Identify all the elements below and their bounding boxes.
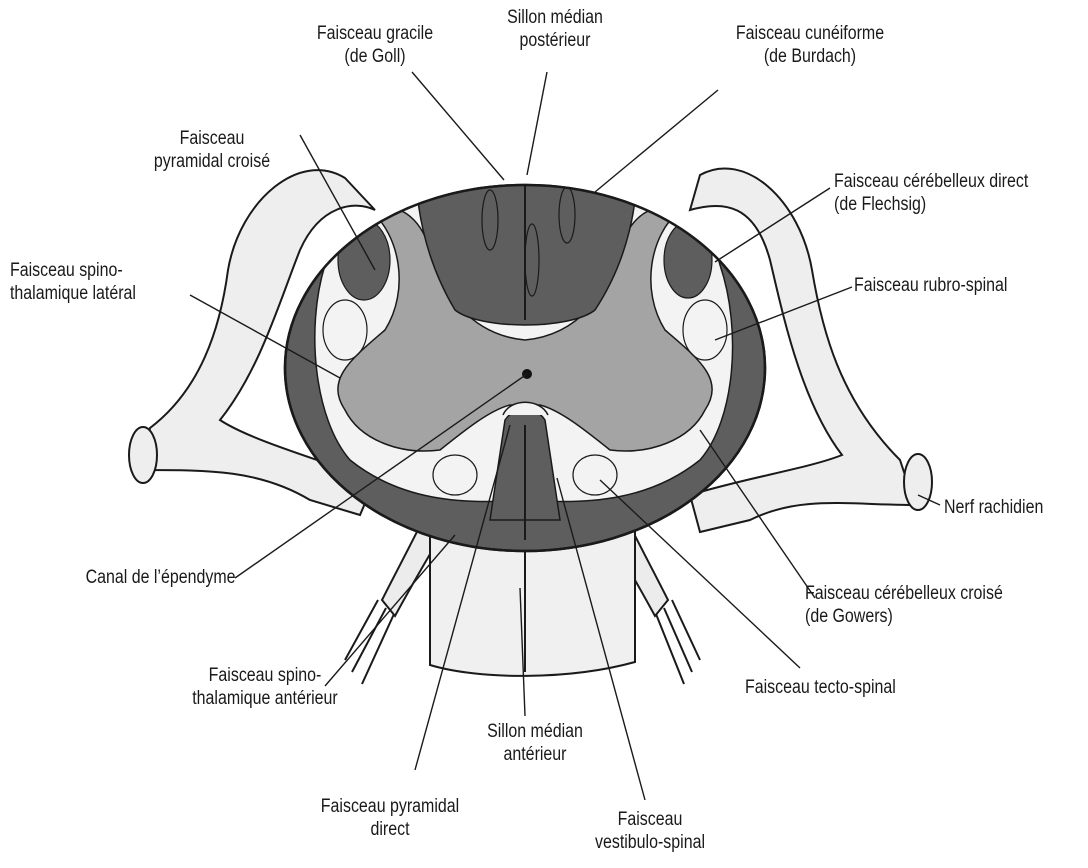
label-faisceau-gracile: Faisceau gracile (de Goll): [295, 22, 455, 68]
label-faisceau-cerebelleux-croise: Faisceau cérébelleux croisé (de Gowers): [805, 582, 1003, 628]
label-nerf-rachidien: Nerf rachidien: [944, 496, 1043, 519]
label-sillon-median-anterieur: Sillon médian antérieur: [468, 720, 602, 766]
label-faisceau-pyramidal-direct: Faisceau pyramidal direct: [302, 795, 478, 841]
label-faisceau-pyramidal-croise: Faisceau pyramidal croisé: [128, 127, 296, 173]
label-faisceau-vestibulo-spinal: Faisceau vestibulo-spinal: [570, 808, 730, 854]
label-canal-ependyme: Canal de l’épendyme: [86, 566, 236, 589]
label-faisceau-cuneiforme: Faisceau cunéiforme (de Burdach): [709, 22, 911, 68]
label-faisceau-tecto-spinal: Faisceau tecto-spinal: [745, 676, 896, 699]
label-faisceau-spinothalamique-anterieur: Faisceau spino- thalamique antérieur: [168, 664, 361, 710]
label-faisceau-spinothalamique-lateral: Faisceau spino- thalamique latéral: [10, 259, 136, 305]
label-faisceau-rubro-spinal: Faisceau rubro-spinal: [854, 274, 1007, 297]
label-faisceau-cerebelleux-direct: Faisceau cérébelleux direct (de Flechsig…: [834, 170, 1028, 216]
posterior-columns: [417, 141, 636, 325]
label-sillon-median-posterieur: Sillon médian postérieur: [484, 6, 627, 52]
